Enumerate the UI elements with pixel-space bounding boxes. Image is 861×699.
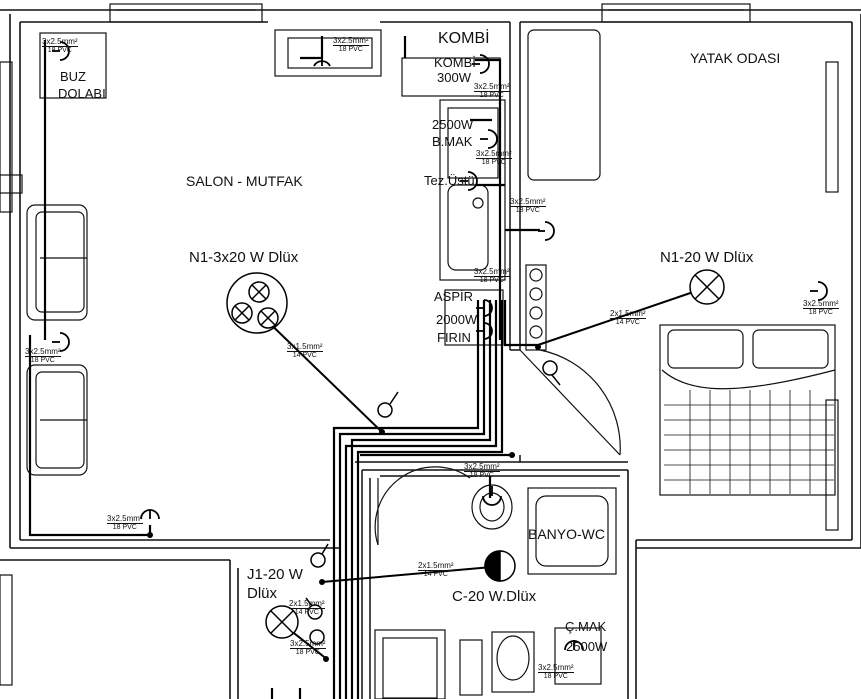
room-label-bath: BANYO-WC (528, 526, 605, 542)
kombi-power: 300W (437, 70, 471, 85)
bedroom-lamp-symbol (689, 269, 725, 305)
kombi-title: KOMBİ (438, 30, 490, 47)
toilet (491, 631, 535, 693)
window-niche (274, 29, 382, 77)
bathtub (527, 487, 617, 575)
dishwasher-power: 2500W (432, 117, 474, 132)
lamp-label-bedroom: N1-20 W Dlüx (660, 249, 754, 266)
kombi-label: KOMBİ (434, 55, 476, 70)
wardrobe (527, 29, 601, 181)
room-label-bedroom: YATAK ODASI (690, 50, 781, 66)
salon-lamp-symbol (226, 272, 288, 334)
switch-symbols (305, 360, 561, 645)
socket-symbols (52, 41, 828, 651)
lamp-wires (257, 287, 706, 661)
bedroom-door (519, 349, 621, 456)
fridge-label-1: BUZ (60, 69, 86, 84)
windows (0, 3, 839, 686)
washer-label: Ç.MAK (565, 619, 607, 634)
bath-lamp-symbol (484, 550, 516, 582)
bathroom-door (374, 466, 471, 546)
lamp-label-hall-1: J1-20 W (247, 566, 303, 583)
lamp-label-bath: C-20 W.Dlüx (452, 588, 537, 605)
outer-walls (0, 9, 861, 699)
room-label-salon: SALON - MUTFAK (186, 173, 303, 189)
dishwasher-label: B.MAK (432, 134, 473, 149)
interior-walls (355, 22, 628, 699)
sofa-top (26, 204, 88, 321)
hall-lamp-symbol (265, 605, 299, 639)
washer-power: 2500W (566, 639, 608, 654)
oven-label: FIRIN (437, 330, 471, 345)
bed (659, 324, 836, 496)
fridge-box (39, 32, 107, 99)
sofa-bottom (26, 364, 88, 476)
shower-tray (374, 629, 446, 699)
lamp-label-hall-2: Dlüx (247, 585, 278, 602)
oven-power: 2000W (436, 312, 478, 327)
lamp-label-salon: N1-3x20 W Dlüx (189, 249, 299, 266)
fridge-label-2: DOLABI (58, 86, 106, 101)
cable-runs (28, 36, 540, 699)
counter-label: Tez.Üstü (424, 173, 475, 188)
hood-label: ASPİR (434, 289, 474, 304)
